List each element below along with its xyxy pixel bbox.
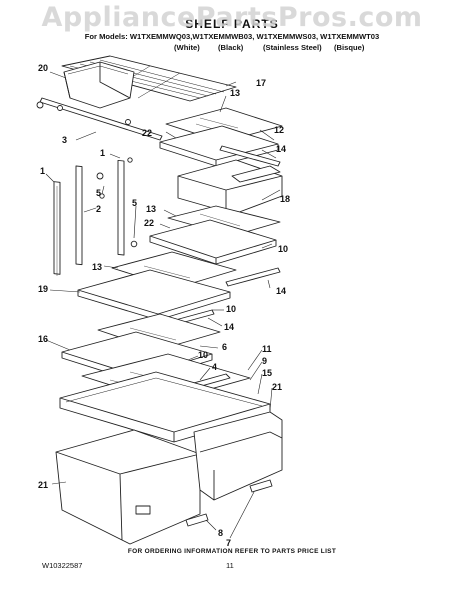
variant-white: (White) <box>174 43 200 52</box>
callout-1-left: 1 <box>40 166 45 176</box>
callout-5-right: 5 <box>132 198 137 208</box>
crisper-drawer-right <box>193 411 283 501</box>
callout-8: 8 <box>218 528 223 538</box>
callout-12: 12 <box>274 125 284 135</box>
variant-stainless: (Stainless Steel) <box>263 43 322 52</box>
crisper-drawer-left <box>55 429 201 545</box>
callout-13-low: 13 <box>92 262 102 272</box>
rail-end-cap-right <box>125 119 131 125</box>
callout-14-right: 14 <box>276 286 286 296</box>
ladder-rail-right <box>117 159 125 256</box>
callout-13-mid: 13 <box>146 204 156 214</box>
shelf-basket <box>63 61 135 109</box>
callouts: 20 17 13 3 12 22 14 1 18 5 2 1 13 22 10 … <box>38 63 290 548</box>
drawer-trim-bar <box>219 145 281 167</box>
variant-black: (Black) <box>218 43 244 52</box>
rail-end-cap-left <box>36 101 44 109</box>
page-title: SHELF PARTS <box>185 17 279 31</box>
callout-9: 9 <box>262 356 267 366</box>
callout-5-left: 5 <box>96 188 101 198</box>
callout-21-right: 21 <box>272 382 282 392</box>
ladder-rail-mid <box>75 165 83 266</box>
drawer-slide-right <box>249 479 273 493</box>
callout-7: 7 <box>226 538 231 548</box>
ladder-rail-left <box>53 181 61 276</box>
callout-4: 4 <box>212 362 217 372</box>
page-number: 11 <box>226 561 234 570</box>
document-id: W10322587 <box>42 561 83 570</box>
callout-22-top: 22 <box>142 128 152 138</box>
callout-2: 2 <box>96 204 101 214</box>
drawer-slide-left <box>185 513 209 527</box>
rail-bracket-bottom <box>130 240 138 248</box>
callout-14-top: 14 <box>276 144 286 154</box>
callout-11: 11 <box>262 344 272 354</box>
callout-20: 20 <box>38 63 48 73</box>
callout-17: 17 <box>256 78 266 88</box>
callout-13-top: 13 <box>230 88 240 98</box>
callout-3: 3 <box>62 135 67 145</box>
crisper-frame <box>59 371 271 443</box>
callout-10-low: 10 <box>226 304 236 314</box>
callout-21-left: 21 <box>38 480 48 490</box>
rail-clip <box>127 157 133 163</box>
callout-10-bottom: 10 <box>198 350 208 360</box>
rail-bracket-top <box>96 172 104 180</box>
callout-19: 19 <box>38 284 48 294</box>
callout-14-low: 14 <box>224 322 234 332</box>
callout-6: 6 <box>222 342 227 352</box>
deli-drawer <box>177 159 283 215</box>
model-list: For Models: W1TXEMMWQ03,W1TXEMMWB03, W1T… <box>84 32 380 41</box>
callout-15: 15 <box>262 368 272 378</box>
callout-22-mid: 22 <box>144 218 154 228</box>
ordering-note: FOR ORDERING INFORMATION REFER TO PARTS … <box>127 548 337 555</box>
variant-bisque: (Bisque) <box>334 43 365 52</box>
trim-bar-right <box>225 267 281 287</box>
shelf-rail <box>39 97 163 141</box>
rail-end-cap-mid <box>57 105 63 111</box>
callout-16: 16 <box>38 334 48 344</box>
callout-10-mid: 10 <box>278 244 288 254</box>
watermark: AppliancePartsPros.com <box>41 2 423 33</box>
callout-18: 18 <box>280 194 290 204</box>
callout-1-right: 1 <box>100 148 105 158</box>
